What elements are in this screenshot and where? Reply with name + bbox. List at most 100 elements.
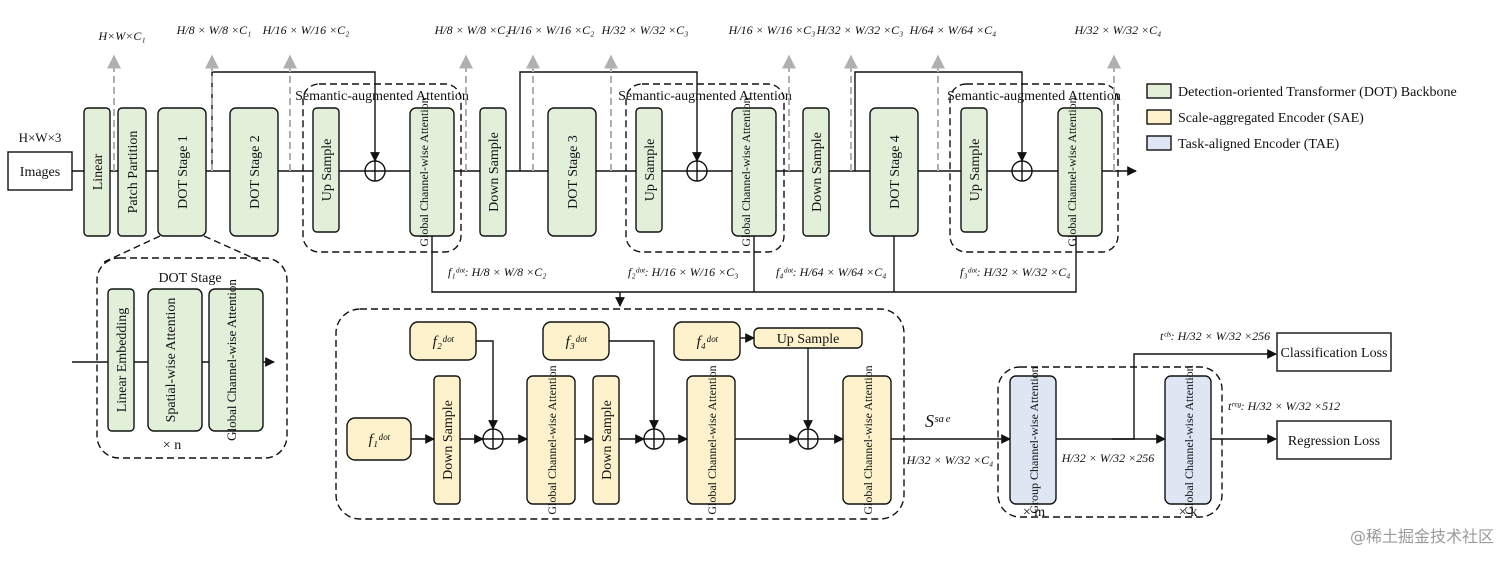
sae-f4-box: [673, 321, 741, 361]
dot-stage-4-label: DOT Stage 4: [888, 135, 903, 209]
plus-3-icon: [1011, 160, 1033, 182]
dot-stage-detail: DOT Stage Linear Embedding Spatial-wise …: [72, 235, 288, 459]
images-box: [7, 151, 73, 191]
sae-f4-label: f₄ᵈᵒᵗ: [697, 334, 719, 350]
feature-label-f3: f₃ᵈᵒᵗ: H/32 × W/32 ×C₄: [960, 265, 1070, 279]
saa-region-2: [625, 83, 785, 253]
linear-embedding-label: Linear Embedding: [115, 308, 130, 413]
dot-stage-region: [96, 257, 288, 459]
dim-label-3: H/8 × W/8 ×C₂: [434, 23, 510, 37]
linear-label: Linear: [91, 153, 106, 190]
classification-loss-box: [1276, 332, 1392, 372]
dim-label-4: H/16 × W/16 ×C₂: [507, 23, 595, 37]
sae-output-dim: H/32 × W/32 ×C₄: [906, 453, 994, 467]
sae-gca-3-label: Global Channel-wise Attention: [861, 365, 875, 514]
sae-f2-label: f₂ᵈᵒᵗ: [433, 334, 455, 350]
feature-label-f2: f₂ᵈᵒᵗ: H/16 × W/16 ×C₃: [628, 265, 738, 279]
down-sample-2-block: [802, 107, 830, 237]
tae-module: Group Channel-wise Attention Global Chan…: [997, 329, 1392, 520]
up-sample-2-label: Up Sample: [643, 139, 658, 202]
gca-2-label: Global Channel-wise Attention: [739, 97, 753, 246]
group-attention-label: Group Channel-wise Attention: [1027, 366, 1041, 513]
dot-stage-3-label: DOT Stage 3: [566, 135, 581, 209]
dim-label-5: H/32 × W/32 ×C₃: [601, 23, 689, 37]
sae-plus-1-icon: [482, 428, 504, 450]
sae-f3-label: f₃ᵈᵒᵗ: [566, 334, 588, 350]
sae-plus-3-icon: [797, 428, 819, 450]
down-sample-1-block: [479, 107, 507, 237]
plus-2-icon: [686, 160, 708, 182]
spatial-attention-label: Spatial-wise Attention: [164, 298, 179, 423]
dot-stage-3-block: [547, 107, 597, 237]
legend-sae-swatch: [1146, 109, 1172, 125]
backbone: H×W×3 Images Semantic-augmented Attentio…: [7, 23, 1162, 307]
spatial-attention-block: [147, 288, 203, 432]
dim-label-7: H/32 × W/32 ×C₃: [816, 23, 904, 37]
sae-gca-2-label: Global Channel-wise Attention: [705, 365, 719, 514]
dot-stage-1-label: DOT Stage 1: [176, 135, 191, 209]
sae-f3-arrow: [609, 340, 659, 430]
images-label: Images: [20, 165, 60, 180]
sae-output-label: Sˢᵃᵉ: [925, 411, 951, 431]
saa-title-2: Semantic-augmented Attention: [618, 89, 792, 104]
regression-loss-box: [1276, 420, 1392, 460]
up-sample-1-label: Up Sample: [320, 139, 335, 202]
up-sample-3-block: [960, 107, 988, 233]
down-sample-1-label: Down Sample: [487, 132, 502, 212]
sae-up-sample-label: Up Sample: [777, 332, 840, 347]
skip-connection-2: [519, 71, 702, 171]
up-sample-3-label: Up Sample: [968, 139, 983, 202]
repeat-n-label: × n: [163, 438, 181, 453]
dim-label-2: H/16 × W/16 ×C₂: [262, 23, 350, 37]
repeat-k-label: × k: [1179, 505, 1197, 520]
saa-title-3: Semantic-augmented Attention: [947, 89, 1121, 104]
legend: Detection-oriented Transformer (DOT) Bac…: [1146, 83, 1457, 152]
legend-tae-label: Task-aligned Encoder (TAE): [1178, 137, 1340, 152]
tae-region: [997, 366, 1223, 518]
feature-label-f4: f₄ᵈᵒᵗ: H/64 × W/64 ×C₄: [776, 265, 886, 279]
t-cls-label: tᶜˡˢ: H/32 × W/32 ×256: [1160, 329, 1270, 343]
dot-stage-2-label: DOT Stage 2: [248, 135, 263, 209]
dim-label-1: H/8 × W/8 ×C₁: [176, 23, 252, 37]
dim-label-0: H×W×C₁: [97, 29, 145, 43]
saa-title-1: Semantic-augmented Attention: [295, 89, 469, 104]
classification-loss-label: Classification Loss: [1281, 346, 1388, 361]
sae-gca-1-label: Global Channel-wise Attention: [545, 365, 559, 514]
legend-tae-swatch: [1146, 135, 1172, 151]
global-attention-label: Global Channel-wise Attention: [224, 279, 239, 441]
watermark: @稀土掘金技术社区: [1350, 527, 1494, 546]
gca-1-label: Global Channel-wise Attention: [417, 97, 431, 246]
group-attention-block: [1009, 375, 1057, 505]
linear-block: [83, 107, 111, 237]
dim-label-6: H/16 × W/16 ×C₃: [728, 23, 816, 37]
sae-down-sample-2-label: Down Sample: [600, 400, 615, 480]
t-reg-label: tʳᵉᵍ: H/32 × W/32 ×512: [1228, 399, 1340, 413]
down-sample-2-label: Down Sample: [810, 132, 825, 212]
sae-module: f₁ᵈᵒᵗ f₂ᵈᵒᵗ f₃ᵈᵒᵗ f₄ᵈᵒᵗ Up Sample Down S…: [335, 308, 1011, 520]
legend-sae-label: Scale-aggregated Encoder (SAE): [1178, 111, 1364, 126]
gca-3-label: Global Channel-wise Attention: [1065, 97, 1079, 246]
sae-f2-arrow: [476, 340, 498, 430]
legend-dot-label: Detection-oriented Transformer (DOT) Bac…: [1178, 85, 1457, 100]
dim-label-8: H/64 × W/64 ×C₄: [909, 23, 997, 37]
sae-f1-label: f₁ᵈᵒᵗ: [369, 432, 391, 448]
dot-stage-2-block: [229, 107, 279, 237]
saa-region-1: [302, 83, 462, 253]
global-attention-tae-label: Global Channel-wise Attention: [1182, 365, 1196, 514]
dot-stage-title: DOT Stage: [158, 271, 221, 286]
patch-partition-label: Patch Partition: [126, 131, 141, 214]
up-sample-1-block: [312, 107, 340, 233]
up-sample-2-block: [635, 107, 663, 233]
repeat-m-label: × m: [1023, 505, 1045, 520]
legend-dot-swatch: [1146, 83, 1172, 99]
regression-loss-label: Regression Loss: [1288, 434, 1380, 449]
gca-3-block: [1057, 107, 1103, 237]
linear-embedding-block: [107, 288, 135, 432]
sae-plus-2-icon: [643, 428, 665, 450]
sae-down-sample-1-label: Down Sample: [441, 400, 456, 480]
dim-label-9: H/32 × W/32 ×C₄: [1074, 23, 1162, 37]
dot-stage-1-block: [157, 107, 207, 237]
plus-1-icon: [364, 160, 386, 182]
saa-region-3: [949, 83, 1119, 253]
